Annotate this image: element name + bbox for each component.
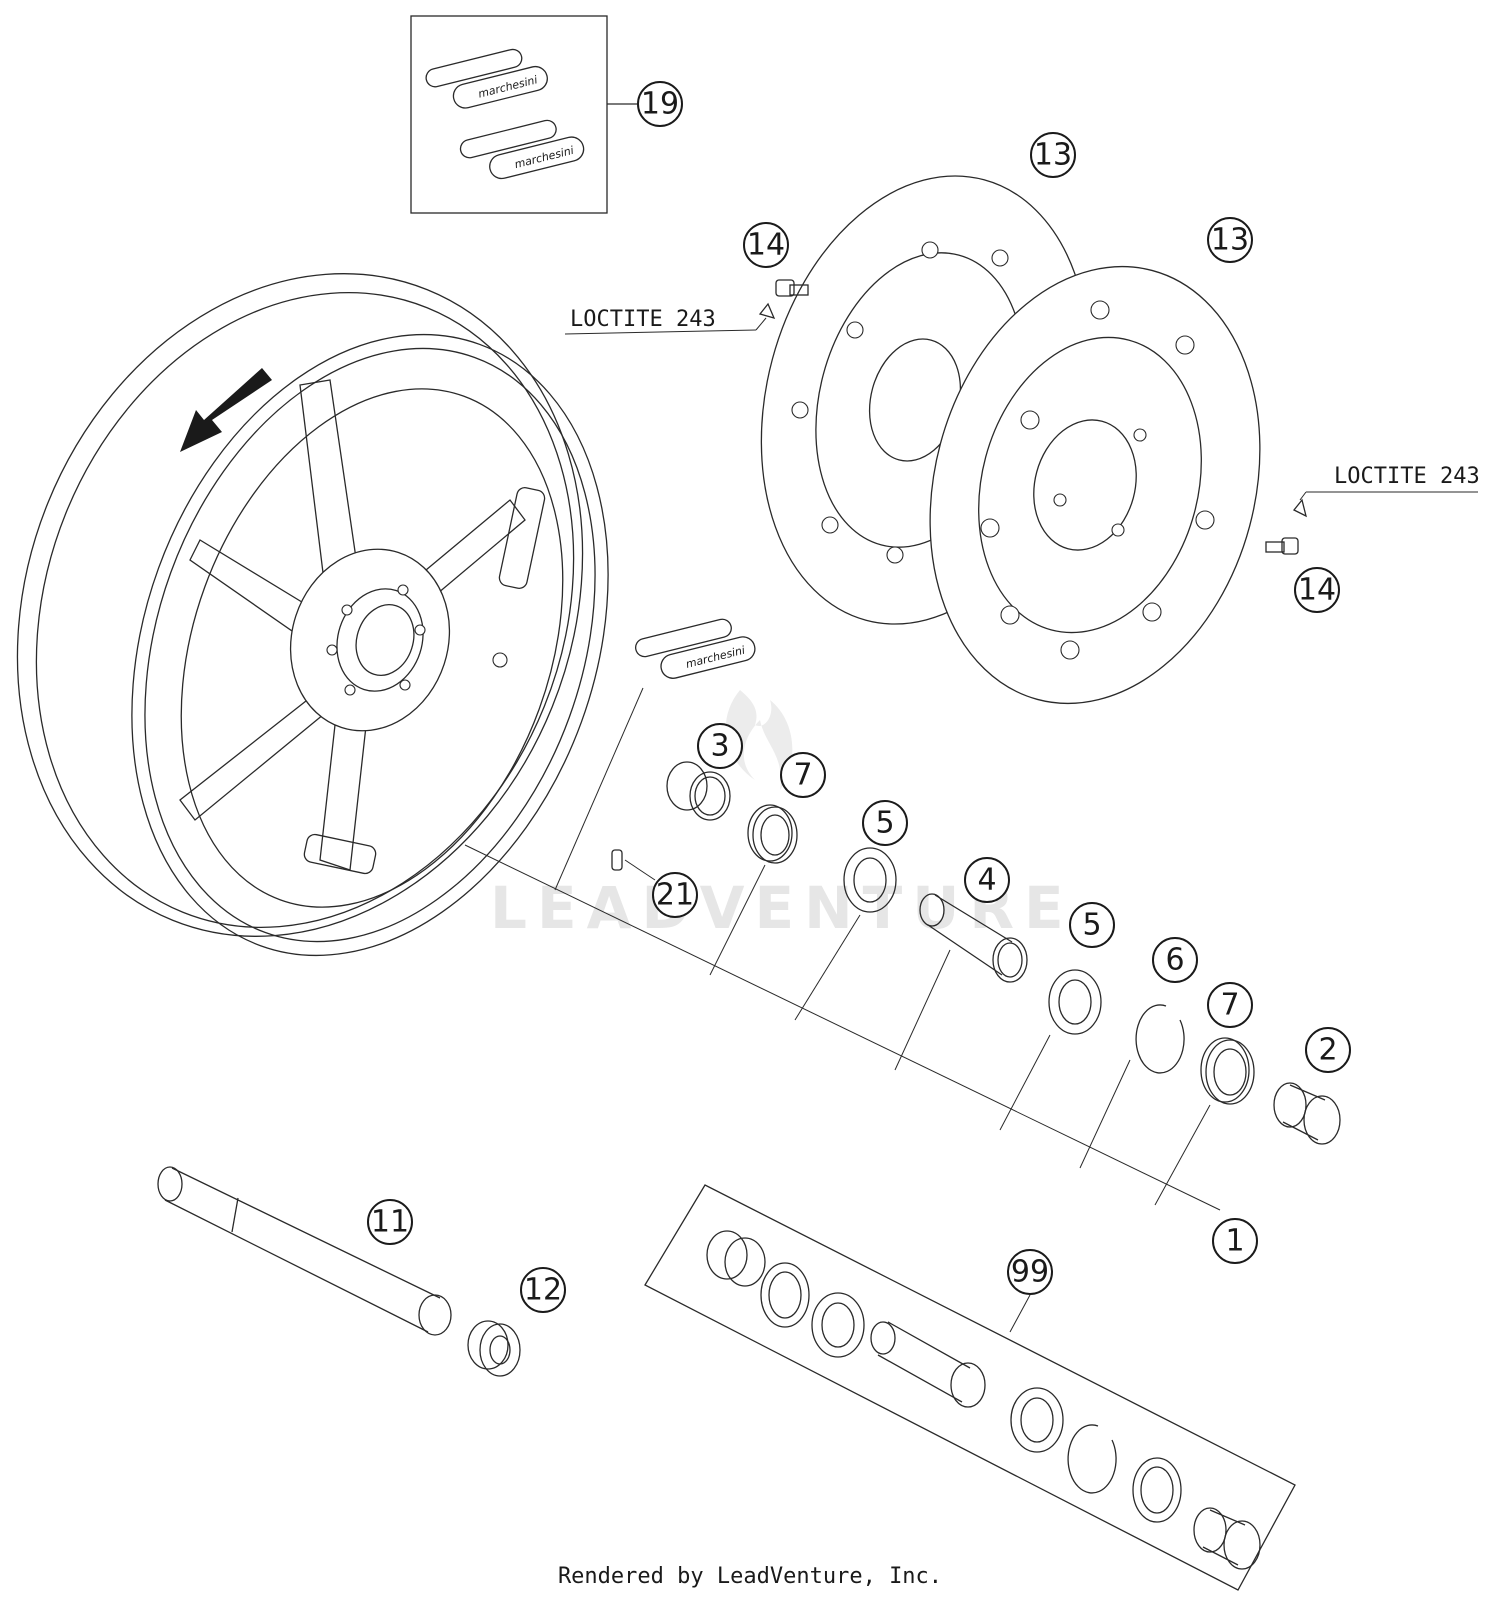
watermark: LEADVENTURE [490, 690, 1064, 942]
callout-2: 2 [1305, 1027, 1351, 1073]
svg-text:99: 99 [1011, 1255, 1049, 1290]
svg-text:14: 14 [1298, 573, 1336, 608]
circlip-6 [1135, 1004, 1185, 1074]
callout-13-rear: 13 [1030, 132, 1076, 178]
svg-text:7: 7 [793, 758, 812, 793]
brake-disc-front [929, 265, 1261, 705]
callout-3: 3 [697, 723, 743, 769]
svg-text:7: 7 [1220, 988, 1239, 1023]
spacer-2 [1273, 1082, 1341, 1145]
callout-11: 11 [367, 1199, 413, 1245]
disc-bolt-lower [1265, 491, 1478, 555]
svg-text:4: 4 [977, 863, 996, 898]
callout-14-upper: 14 [743, 222, 789, 268]
seal-7-right [1200, 1037, 1255, 1105]
callout-7-right: 7 [1207, 982, 1253, 1028]
callout-21: 21 [652, 872, 698, 918]
callout-6: 6 [1152, 937, 1198, 983]
spacer-3 [666, 761, 731, 821]
callout-1: 1 [1212, 1218, 1258, 1264]
callout-14-lower: 14 [1294, 567, 1340, 613]
bearing-5-right [1048, 969, 1102, 1035]
svg-text:6: 6 [1165, 943, 1184, 978]
bearing-5-left [843, 847, 897, 913]
screw-21 [611, 849, 623, 871]
footer-credit: Rendered by LeadVenture, Inc. [558, 1564, 942, 1589]
svg-text:2: 2 [1318, 1033, 1337, 1068]
svg-text:1: 1 [1225, 1224, 1244, 1259]
seal-7-left [747, 804, 798, 864]
svg-text:19: 19 [641, 87, 679, 122]
leader-lines [464, 687, 1221, 1211]
bearing-kit-99 [644, 1184, 1296, 1591]
callout-5-right: 5 [1069, 902, 1115, 948]
wheel-decal-label: marchesini [684, 644, 746, 671]
callout-13-front: 13 [1207, 217, 1253, 263]
axle-11 [157, 1166, 452, 1336]
decal-kit-box: marchesini marchesini [410, 15, 640, 214]
svg-text:5: 5 [1082, 908, 1101, 943]
svg-text:3: 3 [710, 729, 729, 764]
svg-text:11: 11 [371, 1205, 409, 1240]
callout-7-left: 7 [780, 752, 826, 798]
callout-19: 19 [637, 81, 683, 127]
disc-bolt-upper [564, 279, 809, 335]
distance-sleeve-4 [919, 893, 1028, 983]
callout-4: 4 [964, 857, 1010, 903]
decal-label-2: marchesini [513, 144, 575, 171]
svg-text:13: 13 [1034, 138, 1072, 173]
wheel-rim [16, 273, 609, 957]
decal-label-1: marchesini [477, 73, 539, 100]
svg-text:21: 21 [656, 878, 694, 913]
svg-text:14: 14 [747, 228, 785, 263]
callout-12: 12 [520, 1267, 566, 1313]
loctite-label-right: LOCTITE 243 [1334, 464, 1480, 489]
callout-99: 99 [1007, 1249, 1053, 1295]
svg-text:12: 12 [524, 1273, 562, 1308]
svg-text:13: 13 [1211, 223, 1249, 258]
wheel-decal: marchesini [635, 618, 756, 679]
rotation-direction-arrow-icon [180, 368, 272, 452]
loctite-label-left: LOCTITE 243 [570, 307, 716, 332]
axle-nut-12 [467, 1320, 521, 1377]
callout-5-left: 5 [862, 800, 908, 846]
svg-text:5: 5 [875, 806, 894, 841]
